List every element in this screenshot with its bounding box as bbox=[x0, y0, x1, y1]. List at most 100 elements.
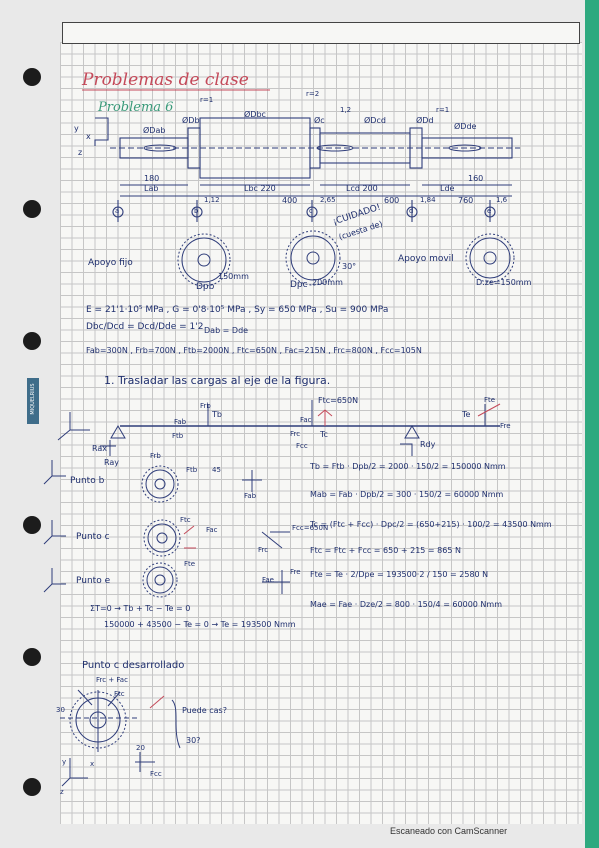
note-e: 1,6 bbox=[496, 196, 508, 204]
bottom-note-2: 30? bbox=[186, 736, 201, 745]
binder-hole bbox=[23, 648, 41, 666]
grid-paper bbox=[60, 42, 582, 824]
bottom-angle: 30 bbox=[56, 706, 65, 714]
fillet-r1: r=1 bbox=[200, 96, 214, 104]
bottom-frc-fac: Frc + Fac bbox=[96, 676, 128, 684]
section-heading: 1. Trasladar las cargas al eje de la fig… bbox=[104, 374, 331, 387]
note-b: 1,12 bbox=[204, 196, 220, 204]
point-b-fab: Fab bbox=[244, 492, 257, 500]
axis-z: z bbox=[78, 148, 83, 157]
bottom-diagram bbox=[60, 689, 181, 787]
load-diagram bbox=[57, 400, 500, 456]
point-e: e bbox=[487, 207, 492, 215]
dia-b: ØDb bbox=[182, 116, 200, 125]
gears-row bbox=[177, 230, 515, 287]
len-de-val: 160 bbox=[468, 174, 484, 183]
eq-sum: ΣT=0 → Tb + Tc − Te = 0 bbox=[90, 604, 191, 613]
page-title: Problemas de clase bbox=[82, 70, 249, 90]
point-e-fae: Fae bbox=[262, 576, 274, 584]
point-diagrams bbox=[43, 460, 290, 598]
bottom-ftc: Ftc bbox=[114, 690, 125, 698]
point-c-ftc: Ftc bbox=[180, 516, 191, 524]
point-d: d bbox=[409, 207, 414, 215]
point-e-fte: Fte bbox=[184, 560, 196, 568]
support-fixed: Apoyo fijo bbox=[88, 258, 133, 268]
len-cd: Lcd 200 bbox=[346, 184, 378, 193]
fillet-r1-d: r=1 bbox=[436, 106, 450, 114]
gear-c-value: 200mm bbox=[312, 278, 343, 287]
eq-mae: Mae = Fae · Dze/2 = 800 · 150/4 = 60000 … bbox=[310, 600, 502, 609]
bottom-axis-y: y bbox=[62, 758, 67, 766]
eq-ftc: Ftc = Ftc + Fcc = 650 + 215 = 865 N bbox=[310, 546, 461, 555]
diagram-te: Te bbox=[462, 410, 471, 419]
bottom-axis-x: x bbox=[90, 760, 95, 768]
diagram-tc: Tc bbox=[320, 430, 328, 439]
note-c: 2,65 bbox=[320, 196, 336, 204]
diagram-fcc: Fcc bbox=[296, 442, 308, 450]
point-c-fcc: Fcc=650N bbox=[292, 524, 329, 532]
bottom-value: 20 bbox=[136, 744, 145, 752]
dim-400: 400 bbox=[282, 196, 298, 205]
diagram-fre: Fre bbox=[500, 422, 511, 430]
brand-tab: MIQUELRIUS bbox=[27, 378, 39, 424]
reaction-rax: Rax bbox=[92, 444, 108, 453]
diagram-fte: Fte bbox=[484, 396, 496, 404]
dia-bc: ØDbc bbox=[244, 110, 266, 119]
problem-subtitle: Problema 6 bbox=[98, 100, 174, 115]
fillet-r2: r=2 bbox=[306, 90, 320, 98]
point-a: a bbox=[115, 207, 120, 215]
eq-fte: Fte = Te · 2/Dpe = 193500·2 / 150 = 2580… bbox=[310, 570, 489, 579]
gear-c-angle: 30° bbox=[342, 262, 357, 271]
point-b-ftb: Ftb bbox=[186, 466, 198, 474]
dia-c: Øc bbox=[314, 116, 325, 125]
point-b-frb: Frb bbox=[150, 452, 161, 460]
binder-hole bbox=[23, 778, 41, 796]
gear-e-diameter: D.ze=150mm bbox=[476, 278, 532, 287]
dim-600: 600 bbox=[384, 196, 400, 205]
gear-b-diameter: Dpb bbox=[196, 282, 215, 292]
len-ab-val: 180 bbox=[144, 174, 160, 183]
point-e-fre: Fre bbox=[290, 568, 301, 576]
binder-hole bbox=[23, 68, 41, 86]
point-b-angle: 45 bbox=[212, 466, 221, 474]
dia-cd: ØDcd bbox=[364, 116, 386, 125]
axis-y: y bbox=[74, 124, 79, 133]
point-c-frc: Frc bbox=[258, 546, 269, 554]
bottom-axis-z: z bbox=[60, 788, 64, 796]
diagram-ftb: Ftb bbox=[172, 432, 184, 440]
eq-te: 150000 + 43500 − Te = 0 → Te = 193500 Nm… bbox=[104, 620, 296, 629]
point-c-label: Punto c bbox=[76, 532, 110, 542]
point-c-fac: Fac bbox=[206, 526, 218, 534]
diagram-frb: Frb bbox=[200, 402, 211, 410]
gear-c-diameter: Dpc bbox=[290, 280, 308, 290]
eq-tb: Tb = Ftb · Dpb/2 = 2000 · 150/2 = 150000… bbox=[310, 462, 506, 471]
dia-d: ØDd bbox=[416, 116, 434, 125]
fillet-r1-2: 1,2 bbox=[340, 106, 352, 114]
material-data: E = 21'1·10⁵ MPa , G = 0'8·10⁵ MPa , Sy … bbox=[86, 305, 389, 315]
reaction-ray: Ray bbox=[104, 458, 120, 467]
bottom-heading: Punto c desarrollado bbox=[82, 660, 185, 671]
eq-tc: Tc = (Ftc + Fcc) · Dpc/2 = (650+215) · 1… bbox=[310, 520, 552, 529]
dim-760: 760 bbox=[458, 196, 474, 205]
binder-hole bbox=[23, 200, 41, 218]
shaft-drawing bbox=[94, 117, 520, 222]
dia-ab: ØDab bbox=[143, 126, 166, 135]
point-b-label: Punto b bbox=[70, 476, 105, 486]
bottom-fcc: Fcc bbox=[150, 770, 162, 778]
bottom-note: Puede cas? bbox=[182, 706, 227, 715]
diameter-ratio: Dbc/Dcd = Dcd/Dde = 1'2 bbox=[86, 322, 204, 332]
axis-x: x bbox=[86, 132, 91, 141]
red-force-arrows bbox=[149, 403, 501, 709]
point-e-label: Punto e bbox=[76, 576, 111, 586]
diagram-fab: Fab bbox=[174, 418, 187, 426]
len-ab: Lab bbox=[144, 184, 159, 193]
point-b: b bbox=[194, 207, 199, 215]
binder-hole bbox=[23, 516, 41, 534]
len-bc: Lbc 220 bbox=[244, 184, 276, 193]
diameter-equality: Dab = Dde bbox=[204, 326, 249, 335]
note-d: 1,84 bbox=[420, 196, 436, 204]
dia-de: ØDde bbox=[454, 122, 477, 131]
gear-b-value: 150mm bbox=[218, 272, 249, 281]
len-de: Lde bbox=[440, 184, 455, 193]
